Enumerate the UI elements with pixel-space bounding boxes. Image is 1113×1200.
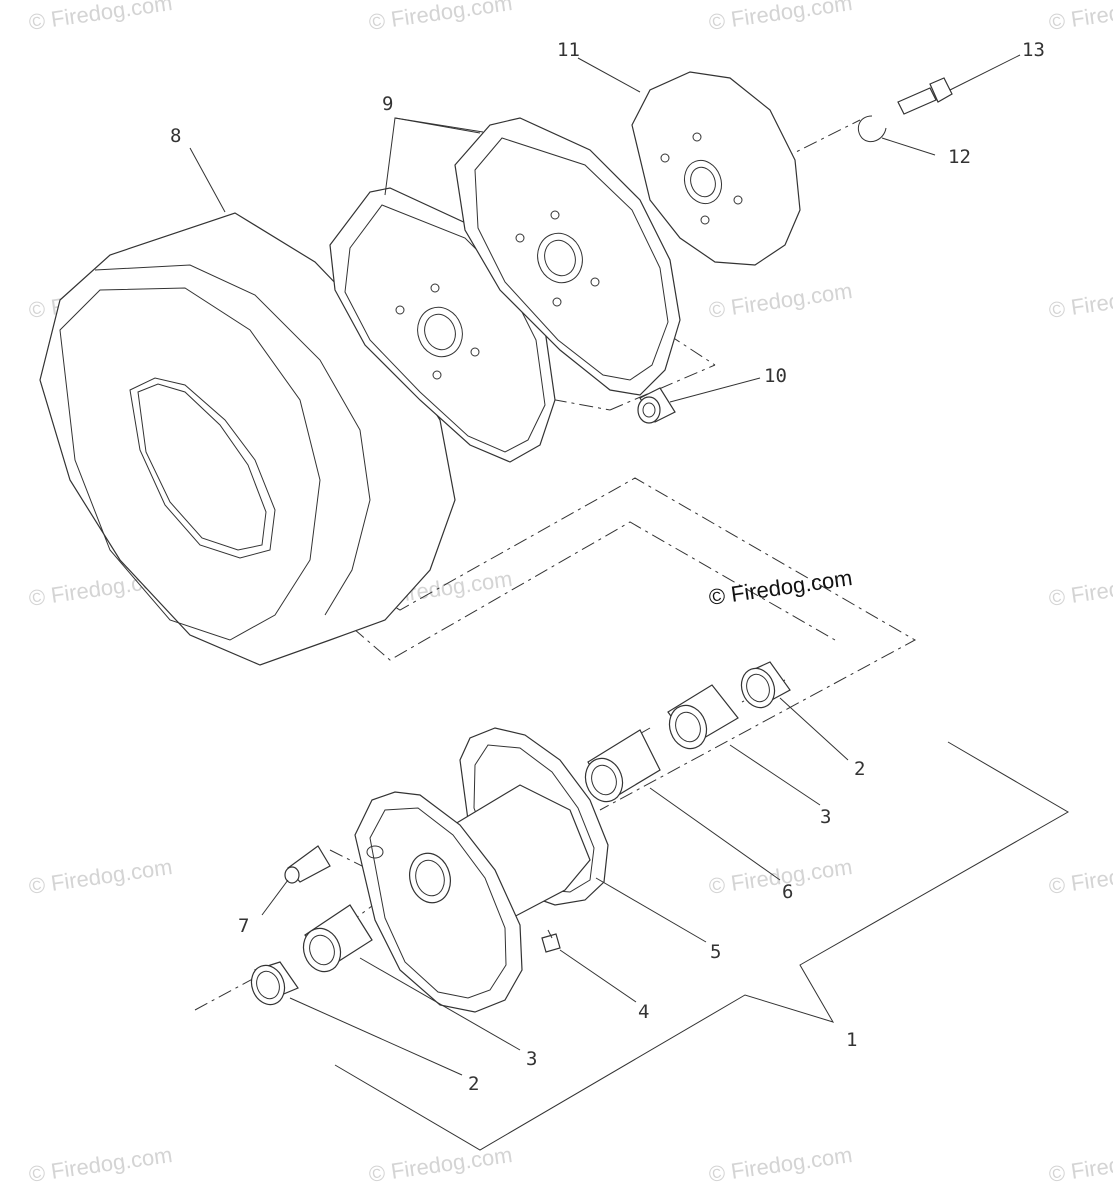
watermark-text: © Firedog.com <box>367 1142 514 1187</box>
watermark-text: © Firedog.com <box>1047 1142 1113 1187</box>
hub-assembly-bracket <box>334 741 1070 1151</box>
watermark-main: © Firedog.com <box>707 565 854 610</box>
rim-half-rear <box>454 117 681 396</box>
seal-right <box>740 661 791 709</box>
label-part-5: 5 <box>710 941 721 963</box>
watermark-text: © Firedog.com <box>1047 566 1113 611</box>
watermark-text: © Firedog.com <box>1047 278 1113 323</box>
tire <box>39 212 456 666</box>
label-part-11: 11 <box>557 39 580 61</box>
label-part-13: 13 <box>1022 39 1045 61</box>
watermark-text: © Firedog.com <box>367 0 514 35</box>
seal-left <box>250 961 299 1006</box>
grease-nipple <box>541 929 561 953</box>
watermark-text: © Firedog.com <box>27 0 174 35</box>
spacer <box>637 387 676 424</box>
hub-plug <box>284 845 331 884</box>
label-part-9: 9 <box>382 93 393 115</box>
brake-disc <box>631 71 801 266</box>
watermark-text: © Firedog.com <box>707 0 854 35</box>
label-part-6: 6 <box>782 881 793 903</box>
label-part-2-left: 2 <box>468 1073 479 1095</box>
label-part-4: 4 <box>638 1001 649 1023</box>
bolt <box>897 77 953 115</box>
label-part-3-right: 3 <box>820 806 831 828</box>
part-labels: 8 9 11 13 12 10 2 3 6 5 7 4 1 3 2 <box>170 39 1045 1095</box>
label-part-1: 1 <box>846 1029 857 1051</box>
watermark-text: © Firedog.com <box>707 854 854 899</box>
label-part-3-left: 3 <box>526 1048 537 1070</box>
watermark-text: © Firedog.com <box>27 854 174 899</box>
needle-bearing-long <box>584 729 661 803</box>
label-part-7: 7 <box>238 915 249 937</box>
hub-flange-front <box>354 791 523 1013</box>
watermark-text: © Firedog.com <box>1047 0 1113 35</box>
label-part-12: 12 <box>948 146 971 168</box>
label-part-2-right: 2 <box>854 758 865 780</box>
label-part-10: 10 <box>764 365 787 387</box>
needle-bearing-right <box>667 684 739 750</box>
watermark-text: © Firedog.com <box>707 1142 854 1187</box>
watermark-text: © Firedog.com <box>27 1142 174 1187</box>
watermark-text: © Firedog.com <box>1047 854 1113 899</box>
leader-lines <box>189 54 1021 1076</box>
needle-bearing-left <box>302 904 373 973</box>
circlip <box>857 115 887 143</box>
label-part-8: 8 <box>170 125 181 147</box>
watermark-text: © Firedog.com <box>707 278 854 323</box>
